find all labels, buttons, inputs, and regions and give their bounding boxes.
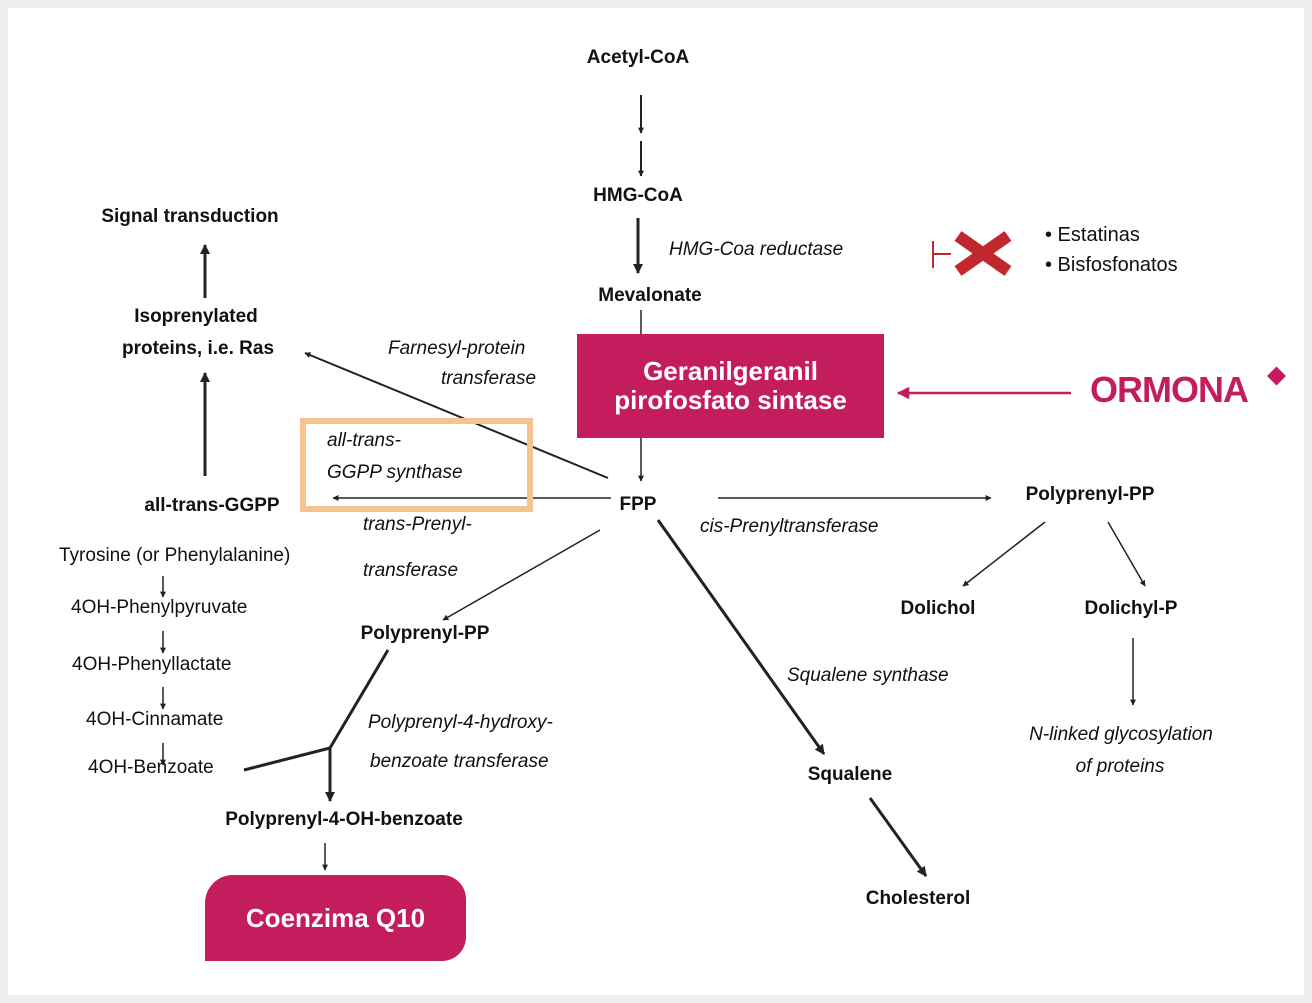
flower-icon <box>1267 366 1286 386</box>
pathway-diagram: Acetyl-CoA HMG-CoA HMG-Coa reductase Mev… <box>8 8 1304 995</box>
ggpp-synthase-line2: pirofosfato sintase <box>614 385 847 415</box>
enzyme-ggpp-synthase-1: all-trans- <box>327 430 401 451</box>
node-all-trans-ggpp: all-trans-GGPP <box>144 495 280 516</box>
node-mevalonate: Mevalonate <box>598 285 702 306</box>
arrow-polyprenyl-dolichol <box>962 521 1046 587</box>
node-tyrosine: Tyrosine (or Phenylalanine) <box>59 545 291 566</box>
inhibitor-estatinas: • Estatinas <box>1045 224 1140 246</box>
enzyme-polyprenyl-hb-2: benzoate transferase <box>370 751 549 772</box>
node-isoprenylated-1: Isoprenylated <box>134 306 258 327</box>
node-hmg-coa: HMG-CoA <box>593 185 683 206</box>
ggpp-synthase-line1: Geranilgeranil <box>643 356 818 386</box>
arrow-fpp-polyprenyl-left <box>442 529 601 621</box>
enzyme-cis-prenyl: cis-Prenyltransferase <box>700 516 879 537</box>
node-nlinked-1: N-linked glycosylation <box>1029 724 1213 745</box>
node-dolichyl-p: Dolichyl-P <box>1084 598 1178 619</box>
node-squalene: Squalene <box>807 764 893 785</box>
enzyme-squalene-synthase: Squalene synthase <box>787 665 949 686</box>
enzyme-ggpp-synthase-2: GGPP synthase <box>327 462 463 483</box>
node-benzoate: 4OH-Benzoate <box>88 757 214 778</box>
inhibition-icon <box>932 241 951 268</box>
node-polyprenyl-oh-benzoate: Polyprenyl-4-OH-benzoate <box>225 809 463 830</box>
coenzima-q10-box: Coenzima Q10 <box>205 875 466 961</box>
red-cross-icon <box>954 231 1012 276</box>
line-benzoate-merge <box>243 746 331 772</box>
node-dolichol: Dolichol <box>900 598 976 619</box>
enzyme-trans-prenyl-1: trans-Prenyl- <box>363 514 472 535</box>
node-cholesterol: Cholesterol <box>865 888 971 909</box>
enzyme-farnesyl-2: transferase <box>441 368 537 389</box>
node-isoprenylated-2: proteins, i.e. Ras <box>121 338 275 359</box>
ggpp-synthase-box: Geranilgeranil pirofosfato sintase <box>577 334 884 438</box>
node-cinnamate: 4OH-Cinnamate <box>86 709 224 730</box>
coenzima-q10-label: Coenzima Q10 <box>245 902 426 933</box>
node-signal-transduction: Signal transduction <box>101 206 279 227</box>
node-polyprenyl-pp-left: Polyprenyl-PP <box>360 623 490 644</box>
ggpp-synthase-highlight <box>300 418 533 512</box>
line-polyprenyl-merge <box>328 649 390 749</box>
node-phenylpyruvate: 4OH-Phenylpyruvate <box>71 597 248 618</box>
node-nlinked-2: of proteins <box>1075 756 1165 777</box>
arrow-polyprenyl-dolichylp <box>1107 521 1146 587</box>
arrow-fpp-squalene <box>656 519 826 755</box>
inhibitor-bisfosfonatos: • Bisfosfonatos <box>1045 254 1178 276</box>
node-acetyl-coa: Acetyl-CoA <box>586 47 690 68</box>
enzyme-farnesyl-1: Farnesyl-protein <box>388 338 526 359</box>
ormona-logo: ORMONA <box>1090 369 1249 410</box>
enzyme-polyprenyl-hb-1: Polyprenyl-4-hydroxy- <box>368 712 553 733</box>
arrow-fpp-isoprenylated <box>304 352 609 479</box>
node-polyprenyl-pp-right: Polyprenyl-PP <box>1025 484 1155 505</box>
pathway-arrows <box>160 95 1286 877</box>
arrow-squalene-cholesterol <box>868 797 928 877</box>
node-phenyllactate: 4OH-Phenyllactate <box>72 654 232 675</box>
node-fpp: FPP <box>619 494 657 515</box>
enzyme-hmg-reductase: HMG-Coa reductase <box>669 239 844 260</box>
enzyme-trans-prenyl-2: transferase <box>363 560 459 581</box>
